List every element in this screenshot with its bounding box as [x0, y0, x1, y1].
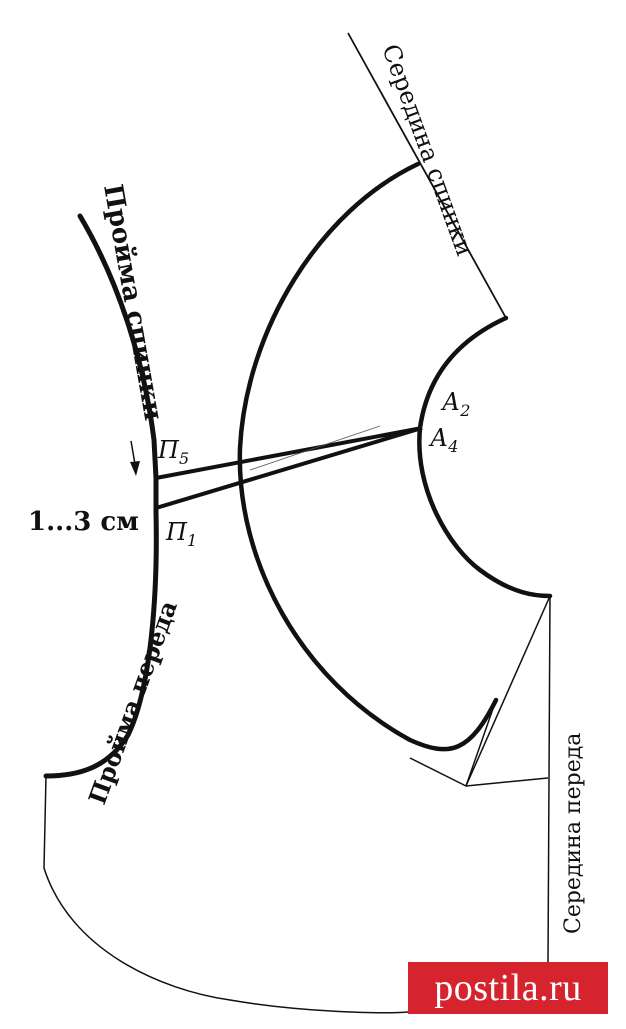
back-center-line	[347, 32, 507, 319]
point-a4-label: А4	[428, 424, 458, 456]
front-neck-vertical	[547, 595, 551, 963]
collar-outer-arc	[237, 161, 499, 752]
front-center-label: Середина переда	[561, 733, 586, 934]
back-armhole-label: Пройма спинки	[97, 182, 168, 423]
point-p5-label: П5	[157, 436, 189, 468]
thin-construction-line	[249, 425, 381, 471]
offset-label: 1...3 см	[28, 507, 139, 537]
p1-a4-line	[155, 426, 423, 510]
front-armhole-curve	[43, 509, 159, 779]
point-a2-label: А2	[440, 388, 470, 420]
back-center-label: Середина спинки	[376, 40, 479, 259]
p5-a4-line	[155, 426, 423, 480]
neckline-arc	[417, 315, 553, 599]
front-armhole-label: Пройма переда	[82, 597, 183, 808]
point-to-center-front	[465, 777, 549, 787]
shift-arrow-head	[130, 461, 140, 476]
collar-lower-corner	[409, 699, 497, 788]
point-p1-label: П1	[165, 518, 197, 550]
watermark-logo[interactable]: postila.ru	[408, 962, 608, 1014]
front-piece-outline	[43, 775, 409, 1014]
back-armhole-curve	[77, 213, 159, 481]
front-neck-to-point	[465, 595, 551, 787]
